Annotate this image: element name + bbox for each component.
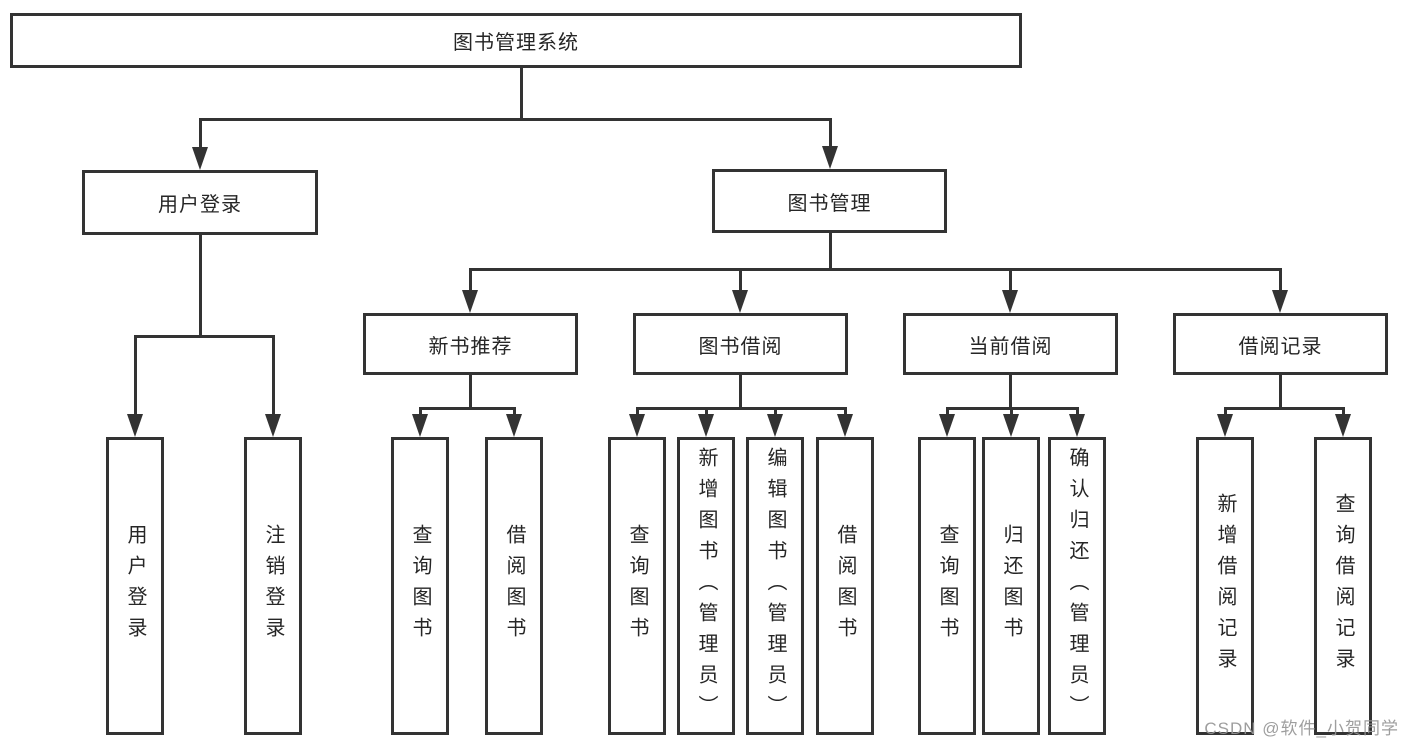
connector-line xyxy=(636,407,847,410)
connector-line xyxy=(513,407,516,417)
arrowhead-icon xyxy=(1003,414,1019,437)
leaf-query-books-recommend: 查询图书 xyxy=(391,437,449,735)
leaf-logout: 注销登录 xyxy=(244,437,302,735)
arrowhead-icon xyxy=(732,290,748,313)
arrowhead-icon xyxy=(822,146,838,169)
connector-line xyxy=(199,235,202,337)
node-new-book-recommend-label: 新书推荐 xyxy=(428,335,513,358)
connector-line xyxy=(134,335,275,338)
arrowhead-icon xyxy=(767,414,783,437)
connector-line xyxy=(1224,407,1227,417)
arrowhead-icon xyxy=(1335,414,1351,437)
leaf-add-books-admin-label: 新增图书（管理员） xyxy=(695,446,717,726)
node-user-login-label: 用户登录 xyxy=(158,194,242,216)
connector-line xyxy=(946,407,949,417)
node-library-system-label: 图书管理系统 xyxy=(453,32,579,54)
node-book-borrow-label: 图书借阅 xyxy=(698,335,783,358)
leaf-edit-books-admin-label: 编辑图书（管理员） xyxy=(764,446,786,726)
connector-line xyxy=(829,233,832,270)
connector-line xyxy=(844,407,847,417)
connector-line xyxy=(1009,268,1012,292)
arrowhead-icon xyxy=(1272,290,1288,313)
node-new-book-recommend: 新书推荐 xyxy=(363,313,578,375)
arrowhead-icon xyxy=(1069,414,1085,437)
leaf-borrow-books: 借阅图书 xyxy=(816,437,874,735)
arrowhead-icon xyxy=(629,414,645,437)
connector-line xyxy=(520,68,523,120)
leaf-borrow-books-recommend-label: 借阅图书 xyxy=(503,524,525,648)
arrowhead-icon xyxy=(698,414,714,437)
connector-line xyxy=(469,375,472,409)
arrowhead-icon xyxy=(939,414,955,437)
arrowhead-icon xyxy=(1217,414,1233,437)
leaf-user-login-label: 用户登录 xyxy=(124,524,146,648)
leaf-query-books-recommend-label: 查询图书 xyxy=(409,524,431,648)
leaf-confirm-return-admin: 确认归还（管理员） xyxy=(1048,437,1106,735)
leaf-add-books-admin: 新增图书（管理员） xyxy=(677,437,735,735)
arrowhead-icon xyxy=(127,414,143,437)
leaf-add-borrow-record: 新增借阅记录 xyxy=(1196,437,1254,735)
connector-line xyxy=(774,407,777,417)
connector-line xyxy=(134,335,137,416)
connector-line xyxy=(199,118,202,148)
connector-line xyxy=(1010,407,1013,417)
node-user-login: 用户登录 xyxy=(82,170,318,235)
connector-line xyxy=(419,407,516,410)
connector-line xyxy=(1279,268,1282,292)
leaf-borrow-books-recommend: 借阅图书 xyxy=(485,437,543,735)
connector-line xyxy=(199,118,831,121)
leaf-confirm-return-admin-label: 确认归还（管理员） xyxy=(1066,446,1088,726)
connector-line xyxy=(272,335,275,416)
leaf-user-login: 用户登录 xyxy=(106,437,164,735)
leaf-borrow-books-label: 借阅图书 xyxy=(834,524,856,648)
node-current-borrow-label: 当前借阅 xyxy=(968,335,1053,358)
connector-line xyxy=(1279,375,1282,409)
connector-line xyxy=(829,118,832,148)
connector-line xyxy=(1224,407,1345,410)
connector-line xyxy=(469,268,472,292)
connector-line xyxy=(1342,407,1345,417)
leaf-logout-label: 注销登录 xyxy=(262,524,284,648)
node-book-borrow: 图书借阅 xyxy=(633,313,848,375)
arrowhead-icon xyxy=(265,414,281,437)
leaf-return-books-label: 归还图书 xyxy=(1000,524,1022,648)
connector-line xyxy=(469,268,1282,271)
node-current-borrow: 当前借阅 xyxy=(903,313,1118,375)
connector-line xyxy=(419,407,422,417)
connector-line xyxy=(705,407,708,417)
arrowhead-icon xyxy=(506,414,522,437)
connector-line xyxy=(636,407,639,417)
node-borrow-records: 借阅记录 xyxy=(1173,313,1388,375)
leaf-query-books-borrow: 查询图书 xyxy=(608,437,666,735)
leaf-query-borrow-record-label: 查询借阅记录 xyxy=(1332,493,1354,679)
node-book-management-label: 图书管理 xyxy=(787,192,872,215)
arrowhead-icon xyxy=(192,147,208,170)
leaf-return-books: 归还图书 xyxy=(982,437,1040,735)
arrowhead-icon xyxy=(412,414,428,437)
leaf-query-borrow-record: 查询借阅记录 xyxy=(1314,437,1372,735)
connector-line xyxy=(1076,407,1079,417)
connector-line xyxy=(739,375,742,409)
arrowhead-icon xyxy=(462,290,478,313)
node-book-management: 图书管理 xyxy=(712,169,947,233)
arrowhead-icon xyxy=(1002,290,1018,313)
node-borrow-records-label: 借阅记录 xyxy=(1238,335,1323,358)
leaf-query-books-current-label: 查询图书 xyxy=(936,524,958,648)
csdn-watermark: CSDN @软件_小贺同学 xyxy=(1204,719,1399,738)
leaf-edit-books-admin: 编辑图书（管理员） xyxy=(746,437,804,735)
arrowhead-icon xyxy=(837,414,853,437)
connector-line xyxy=(1009,375,1012,409)
leaf-add-borrow-record-label: 新增借阅记录 xyxy=(1214,493,1236,679)
connector-line xyxy=(739,268,742,292)
leaf-query-books-current: 查询图书 xyxy=(918,437,976,735)
leaf-query-books-borrow-label: 查询图书 xyxy=(626,524,648,648)
node-library-system: 图书管理系统 xyxy=(10,13,1022,68)
